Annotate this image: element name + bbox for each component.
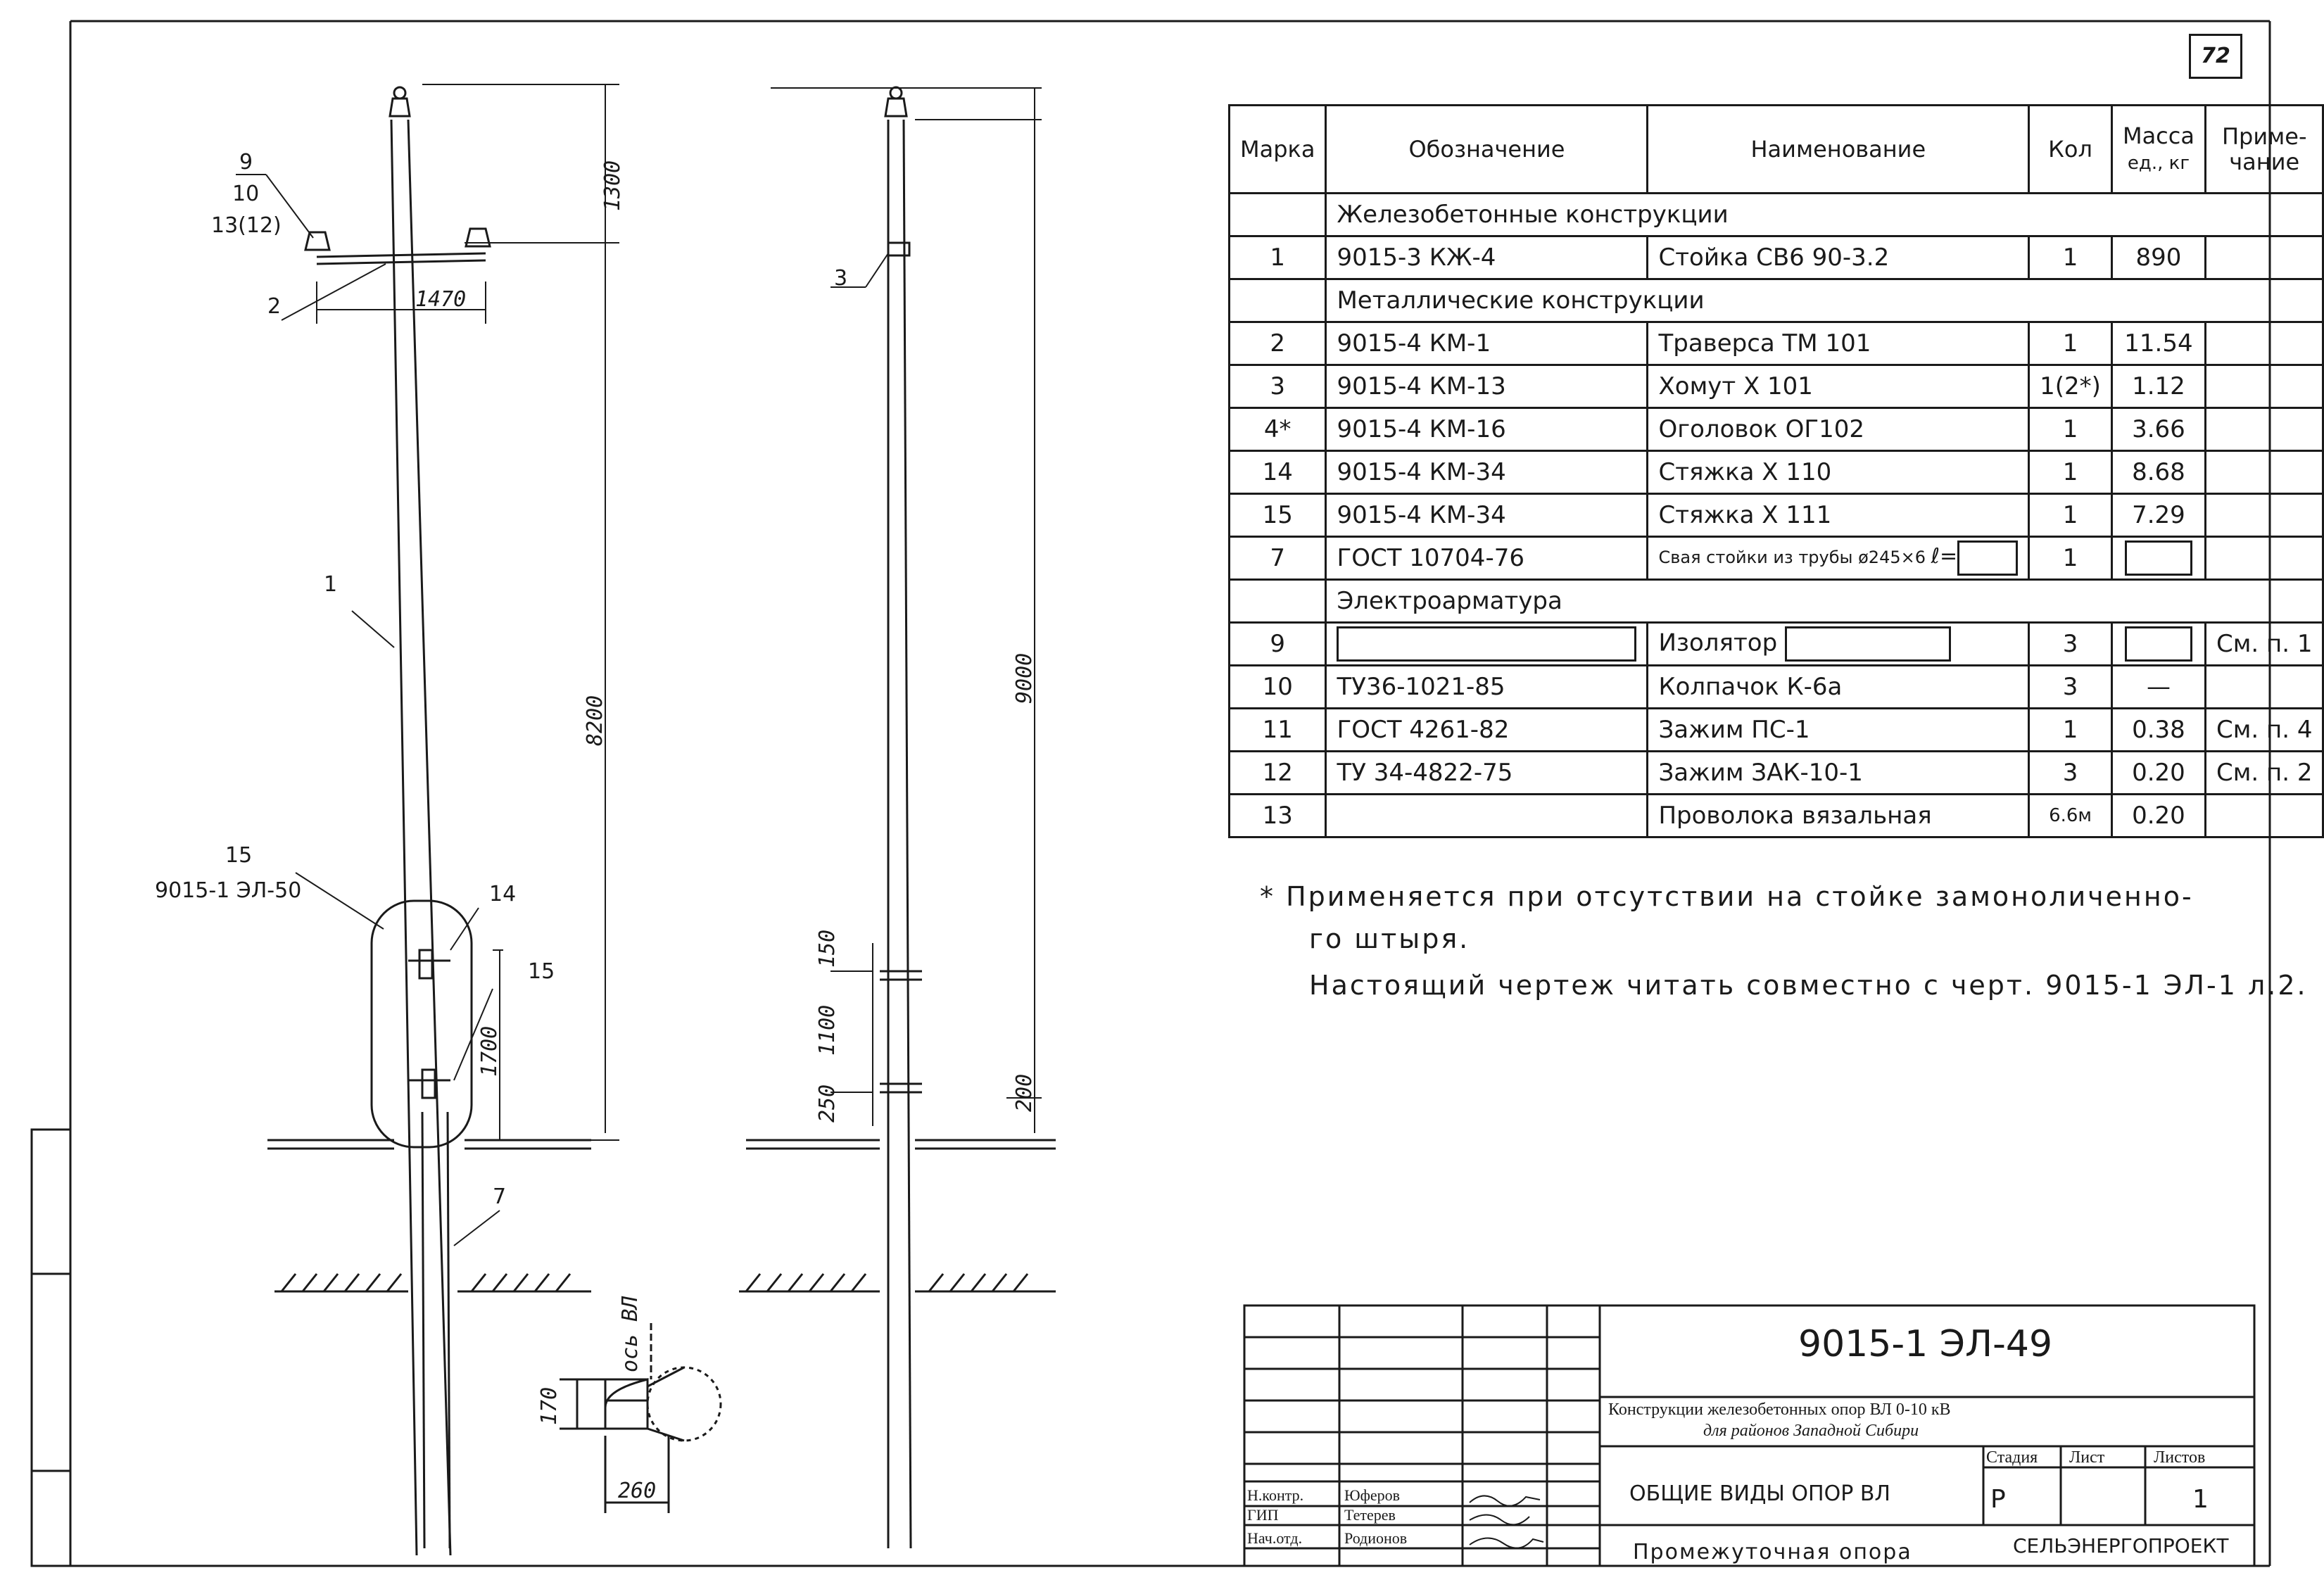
header-qty: Кол xyxy=(2028,104,2113,194)
section-title: Металлические конструкции xyxy=(1325,278,2324,323)
dim-1300: 1300 xyxy=(600,160,625,211)
label-7: 7 xyxy=(493,1184,506,1209)
dim-150: 150 xyxy=(815,930,840,968)
specification-table: Марка Обозначение Наименование Кол Масса… xyxy=(1227,104,2324,838)
name-rodionov: Родионов xyxy=(1344,1529,1408,1547)
dim-1470: 1470 xyxy=(415,287,466,312)
section-row: Металлические конструкции xyxy=(1227,278,2324,323)
front-view-pole xyxy=(304,86,491,1556)
dim-170: 170 xyxy=(537,1387,562,1425)
section-row: Железобетонные конструкции xyxy=(1227,192,2324,237)
page-number: 72 xyxy=(2189,34,2242,79)
section-title: Железобетонные конструкции xyxy=(1325,192,2324,237)
role-ncontr: Н.контр. xyxy=(1247,1486,1304,1504)
label-2: 2 xyxy=(267,294,281,319)
label-1: 1 xyxy=(324,572,337,597)
role-nachotd: Нач.отд. xyxy=(1247,1529,1303,1547)
sheet-label: Лист xyxy=(2069,1448,2105,1467)
side-ground-lines xyxy=(739,1139,1056,1293)
header-designation: Обозначение xyxy=(1325,104,1649,194)
sheets-value: 1 xyxy=(2192,1485,2209,1514)
organization: СЕЛЬЭНЕРГОПРОЕКТ xyxy=(2013,1534,2229,1557)
label-15-top: 15 xyxy=(225,843,252,868)
dim-200: 200 xyxy=(1012,1074,1037,1112)
label-9015-1-el-50: 9015-1 ЭЛ-50 xyxy=(155,878,301,903)
note-2: Настоящий чертеж читать совместно с черт… xyxy=(1309,970,2308,1001)
dim-250: 250 xyxy=(815,1085,840,1123)
project-title-line2: для районов Западной Сибири xyxy=(1703,1422,1919,1440)
name-yuferov: Юферов xyxy=(1344,1486,1401,1504)
header-mark: Марка xyxy=(1227,104,1327,194)
role-gip: ГИП xyxy=(1247,1506,1279,1524)
plan-detail xyxy=(560,1323,722,1513)
side-view-dimensions xyxy=(771,87,1042,1133)
section-title: Электроарматура xyxy=(1325,578,2324,624)
label-14: 14 xyxy=(489,882,516,906)
side-view-pole xyxy=(880,86,922,1549)
dim-260: 260 xyxy=(618,1479,656,1503)
note-1: * Применяется при отсутствии на стойке з… xyxy=(1260,881,2194,912)
ground-lines xyxy=(267,1139,591,1293)
header-note: Приме-чание xyxy=(2204,104,2324,194)
stage-label: Стадия xyxy=(1986,1448,2038,1467)
name-teterev: Тетерев xyxy=(1344,1506,1396,1524)
label-10: 10 xyxy=(232,182,259,206)
label-3: 3 xyxy=(834,266,847,291)
label-13-12: 13(12) xyxy=(211,213,282,238)
front-view-dimensions xyxy=(236,84,619,1246)
section-row: Электроарматура xyxy=(1227,578,2324,624)
sheets-label: Листов xyxy=(2154,1448,2206,1467)
table-header-row: Марка Обозначение Наименование Кол Масса… xyxy=(1227,104,2324,194)
dim-9000: 9000 xyxy=(1012,653,1037,704)
dim-1700: 1700 xyxy=(477,1026,502,1077)
header-name: Наименование xyxy=(1646,104,2031,194)
stage-value: Р xyxy=(1990,1485,2006,1514)
note-1-cont: го штыря. xyxy=(1309,923,1470,954)
label-9: 9 xyxy=(239,150,253,175)
project-title-line1: Конструкции железобетонных опор ВЛ 0-10 … xyxy=(1608,1401,1951,1419)
title-block xyxy=(1243,1304,2256,1567)
axis-label: ось ВЛ xyxy=(618,1296,643,1372)
dim-1100: 1100 xyxy=(815,1005,840,1056)
sheet-subtitle: Промежуточная опора xyxy=(1633,1540,1912,1564)
label-15-right: 15 xyxy=(528,959,555,984)
drawing-code: 9015-1 ЭЛ-49 xyxy=(1798,1323,2053,1365)
technical-drawings: 9 10 13(12) 2 1 15 9015-1 ЭЛ-50 14 15 7 … xyxy=(155,84,1056,1556)
dim-8200: 8200 xyxy=(583,695,607,746)
sheet-title: ОБЩИЕ ВИДЫ ОПОР ВЛ xyxy=(1629,1481,1890,1506)
